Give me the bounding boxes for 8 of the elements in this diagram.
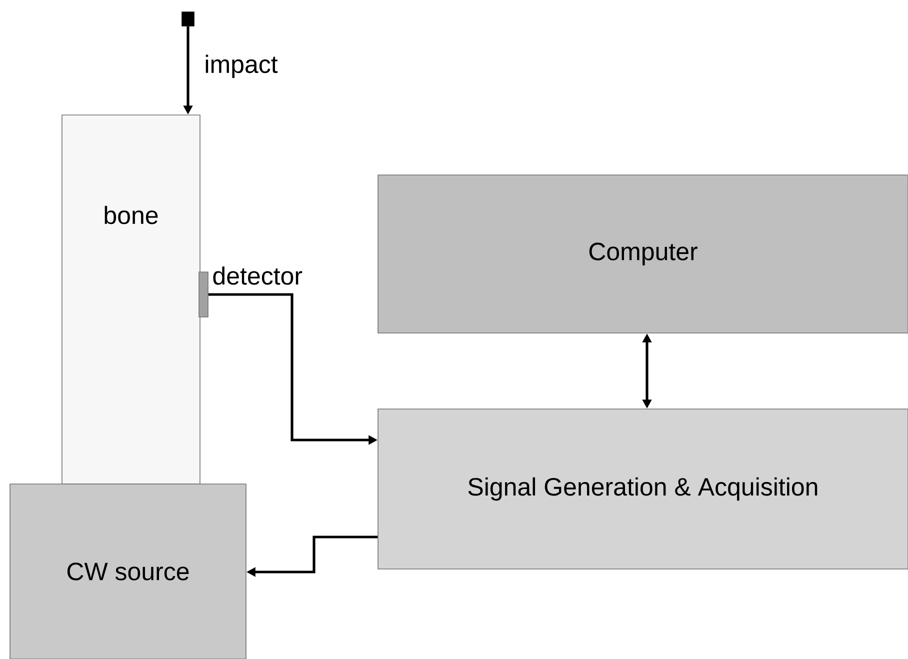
detector-label: detector <box>213 266 302 285</box>
bone-box: bone <box>62 114 200 484</box>
signal-box: Signal Generation & Acquisition <box>378 408 908 570</box>
computer-box: Computer <box>378 174 908 334</box>
detector-pad <box>198 272 208 318</box>
source-box: CW source <box>10 484 246 659</box>
edge-label: impact <box>203 54 279 80</box>
impact-block <box>182 12 194 26</box>
